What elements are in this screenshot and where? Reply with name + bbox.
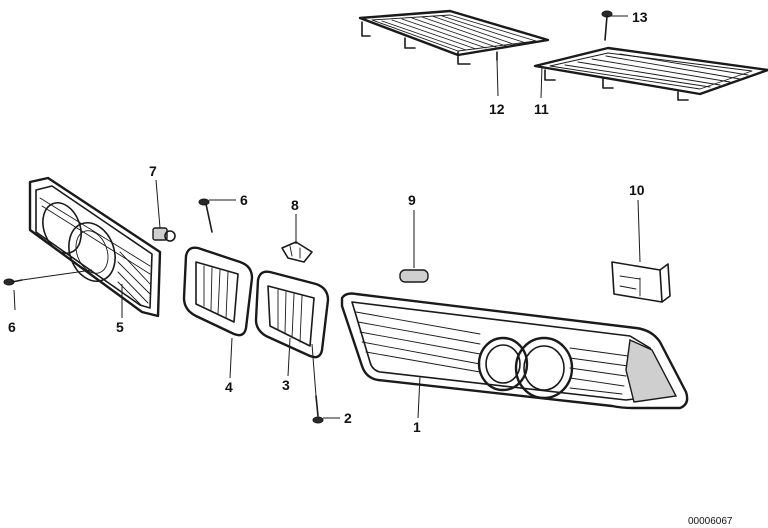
part-12-upper-grille-panel <box>358 9 550 65</box>
callout-2: 2 <box>344 410 352 426</box>
part-5-left-grille <box>28 176 162 318</box>
callout-6-upper: 6 <box>240 192 248 208</box>
part-13-screw <box>601 10 628 41</box>
callout-11: 11 <box>534 101 549 117</box>
part-2-screw <box>311 343 340 424</box>
part-4-grille-insert <box>182 246 254 379</box>
callout-8: 8 <box>291 197 299 213</box>
callout-4: 4 <box>225 379 233 395</box>
callout-1: 1 <box>413 419 421 435</box>
callout-9: 9 <box>408 192 416 208</box>
part-3-grille-insert <box>254 270 330 377</box>
part-1-main-grille <box>340 292 689 419</box>
part-11-upper-grille-panel <box>533 46 768 101</box>
callout-10: 10 <box>629 182 645 198</box>
part-10-bracket <box>611 199 671 303</box>
callout-5: 5 <box>116 319 124 335</box>
callout-3: 3 <box>282 377 290 393</box>
part-6-screw-upper <box>198 198 236 233</box>
callout-labels: 13 12 11 7 6 8 9 10 6 5 4 3 2 1 <box>8 9 648 435</box>
callout-6-left: 6 <box>8 319 16 335</box>
leader-lines <box>13 59 543 318</box>
callout-7: 7 <box>149 163 157 179</box>
document-number: 00006067 <box>688 516 733 527</box>
callout-12: 12 <box>489 101 505 117</box>
part-6-screw-left <box>3 269 93 286</box>
part-9-grommet <box>399 210 429 283</box>
callout-13: 13 <box>632 9 648 25</box>
part-7-clip <box>152 179 176 242</box>
part-8-bracket-clip <box>281 214 313 263</box>
